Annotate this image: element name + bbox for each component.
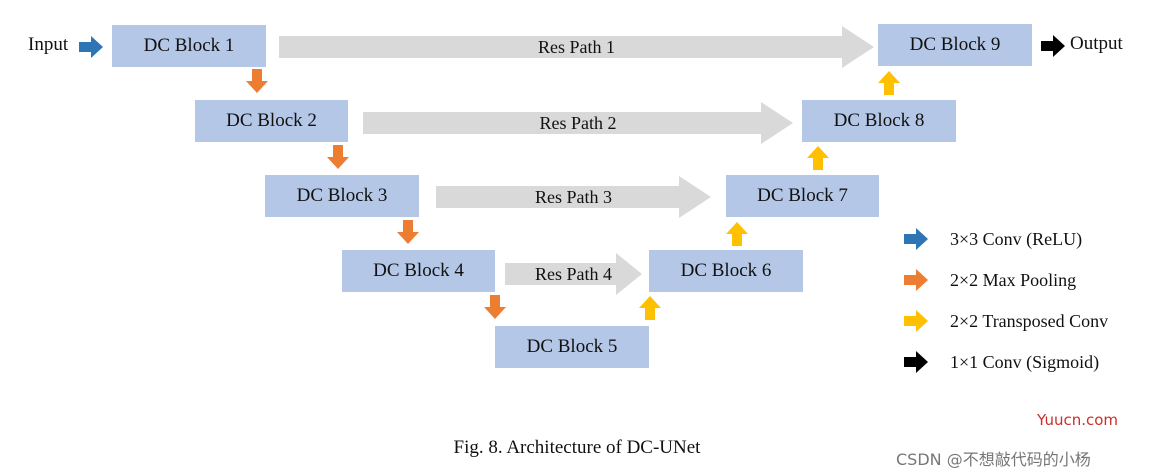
res-path-label: Res Path 2 [539,112,617,133]
dc-block-8: DC Block 8 [802,100,956,142]
yellow-arrow-up-icon [878,71,900,95]
res-path-label: Res Path 1 [537,36,615,57]
res-path-2: Res Path 2 [363,102,793,144]
legend-item-transposed-conv: 2×2 Transposed Conv [904,309,1108,333]
res-path-1: Res Path 1 [279,26,874,68]
blue-arrow-right-icon [79,36,103,58]
res-path-4: Res Path 4 [505,253,642,295]
legend-item-max-pooling: 2×2 Max Pooling [904,268,1076,292]
figure-caption: Fig. 8. Architecture of DC-UNet [453,437,701,458]
orange-arrow-down-icon [246,69,268,93]
blue-arrow-right-icon [904,228,928,250]
yellow-arrow-up-icon [807,146,829,170]
res-path-label: Res Path 4 [534,263,612,284]
dc-block-7: DC Block 7 [726,175,879,217]
dc-block-3: DC Block 3 [265,175,419,217]
dc-block-5: DC Block 5 [495,326,649,368]
site-watermark: Yuucn.com [1037,411,1119,429]
input-label: Input [28,34,69,55]
res-path-3: Res Path 3 [436,176,711,218]
orange-arrow-right-icon [904,269,928,291]
black-arrow-right-icon [904,351,928,373]
black-arrow-right-icon [1041,35,1065,57]
output-label: Output [1070,33,1123,54]
author-watermark: CSDN @不想敲代码的小杨 [896,450,1091,469]
legend-item-conv-sigmoid: 1×1 Conv (Sigmoid) [904,350,1099,374]
dc-block-2: DC Block 2 [195,100,348,142]
res-path-label: Res Path 3 [534,186,612,207]
orange-arrow-down-icon [397,220,419,244]
orange-arrow-down-icon [484,295,506,319]
legend-label: 2×2 Max Pooling [950,269,1077,290]
dc-block-9: DC Block 9 [878,24,1032,66]
legend-label: 3×3 Conv (ReLU) [950,228,1083,249]
legend-label: 1×1 Conv (Sigmoid) [950,351,1100,372]
dc-block-1: DC Block 1 [112,25,266,67]
yellow-arrow-right-icon [904,310,928,332]
legend-item-conv-relu: 3×3 Conv (ReLU) [904,227,1082,251]
dc-block-6: DC Block 6 [649,250,803,292]
legend-label: 2×2 Transposed Conv [950,310,1109,331]
yellow-arrow-up-icon [726,222,748,246]
orange-arrow-down-icon [327,145,349,169]
yellow-arrow-up-icon [639,296,661,320]
dc-block-4: DC Block 4 [342,250,495,292]
